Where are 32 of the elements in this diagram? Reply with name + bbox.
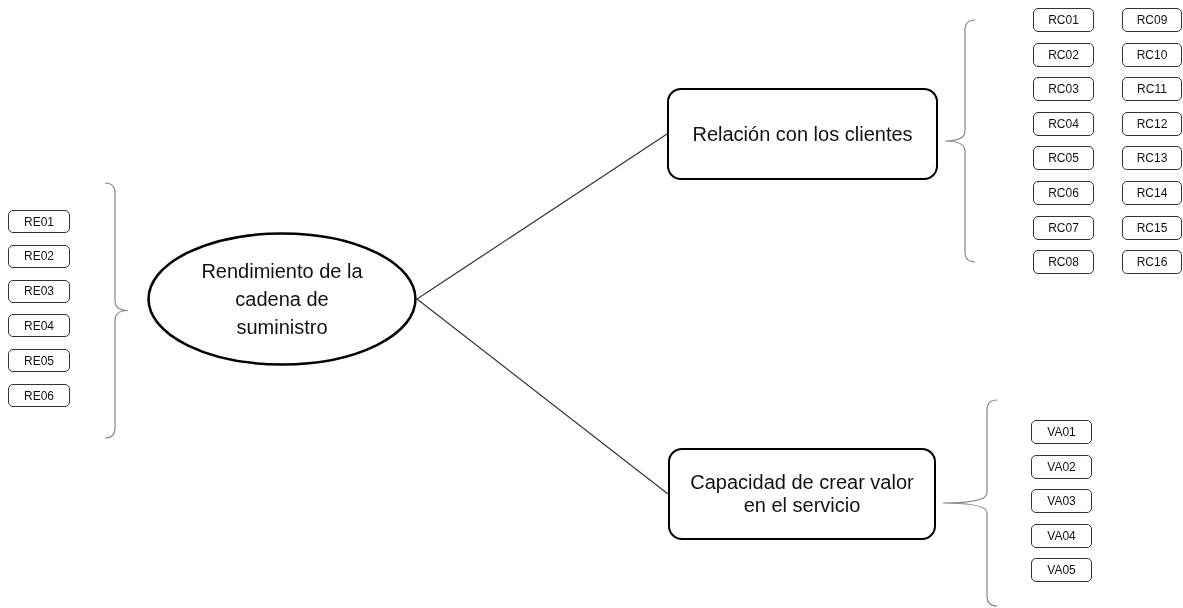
indicator-box: RC15 xyxy=(1122,215,1182,240)
indicator-box: RC09 xyxy=(1122,8,1182,32)
indicator-box: RC06 xyxy=(1033,181,1094,205)
indicator-box: RE03 xyxy=(8,279,70,303)
indicator-box: RC04 xyxy=(1033,111,1094,136)
indicator-box: RC02 xyxy=(1033,42,1094,67)
connector-line xyxy=(416,298,669,495)
indicator-box: VA05 xyxy=(1031,558,1092,583)
indicator-box: RC11 xyxy=(1122,77,1182,102)
indicator-box: RE04 xyxy=(8,314,70,338)
indicator-box: RE06 xyxy=(8,384,70,407)
construct-label: Rendimiento de la cadena de suministro xyxy=(200,259,364,340)
indicator-box: RC13 xyxy=(1122,146,1182,171)
indicator-box: RE01 xyxy=(8,210,70,233)
indicator-box: RC08 xyxy=(1033,250,1094,275)
indicator-box: RC01 xyxy=(1033,8,1094,32)
indicator-box: RC14 xyxy=(1122,181,1182,205)
indicator-box: VA04 xyxy=(1031,523,1092,548)
indicator-box: RE05 xyxy=(8,349,70,373)
connector-line xyxy=(416,133,668,300)
indicator-box: RE02 xyxy=(8,244,70,268)
indicator-box: RC07 xyxy=(1033,215,1094,240)
indicator-box: RC16 xyxy=(1122,250,1182,275)
construct-box: Relación con los clientes xyxy=(667,88,938,180)
indicator-box: RC05 xyxy=(1033,146,1094,171)
indicator-box: VA01 xyxy=(1031,420,1092,444)
construct-box: Capacidad de crear valor en el servicio xyxy=(668,448,936,540)
indicator-box: RC03 xyxy=(1033,77,1094,102)
indicator-box: RC10 xyxy=(1122,42,1182,67)
indicator-box: VA02 xyxy=(1031,454,1092,479)
indicator-box: VA03 xyxy=(1031,489,1092,514)
indicator-box: RC12 xyxy=(1122,111,1182,136)
